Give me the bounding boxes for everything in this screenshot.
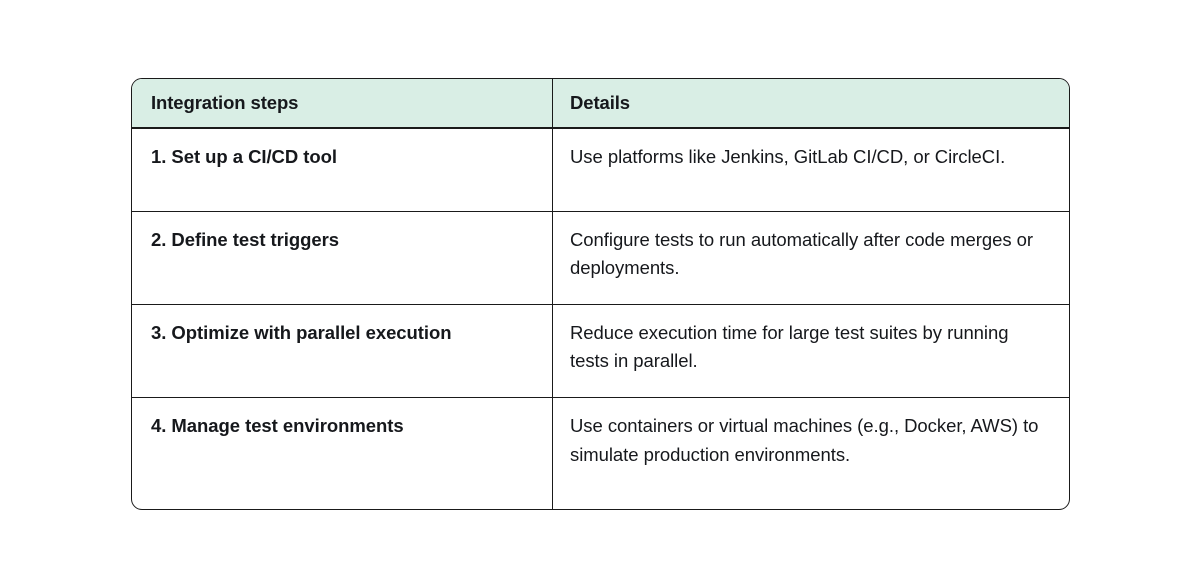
table-body: 1. Set up a CI/CD tool Use platforms lik… <box>132 129 1069 510</box>
column-header-details: Details <box>552 79 1069 129</box>
table-row: 3. Optimize with parallel execution Redu… <box>132 305 1069 399</box>
cell-details-1: Use platforms like Jenkins, GitLab CI/CD… <box>552 129 1069 212</box>
table-header-row: Integration steps Details <box>132 79 1069 129</box>
cell-details-4: Use containers or virtual machines (e.g.… <box>552 398 1069 510</box>
table-header: Integration steps Details <box>132 79 1069 129</box>
cell-details-3: Reduce execution time for large test sui… <box>552 305 1069 399</box>
table-row: 1. Set up a CI/CD tool Use platforms lik… <box>132 129 1069 212</box>
cell-step-2: 2. Define test triggers <box>132 212 552 306</box>
integration-steps-table: Integration steps Details 1. Set up a CI… <box>131 78 1070 511</box>
table-row: 4. Manage test environments Use containe… <box>132 398 1069 510</box>
cell-step-1: 1. Set up a CI/CD tool <box>132 129 552 212</box>
table-row: 2. Define test triggers Configure tests … <box>132 212 1069 306</box>
cell-step-3: 3. Optimize with parallel execution <box>132 305 552 399</box>
cell-step-4: 4. Manage test environments <box>151 415 404 437</box>
column-header-integration-steps: Integration steps <box>132 79 552 129</box>
integration-steps-table-container: Integration steps Details 1. Set up a CI… <box>131 78 1070 511</box>
cell-details-2: Configure tests to run automatically aft… <box>552 212 1069 306</box>
